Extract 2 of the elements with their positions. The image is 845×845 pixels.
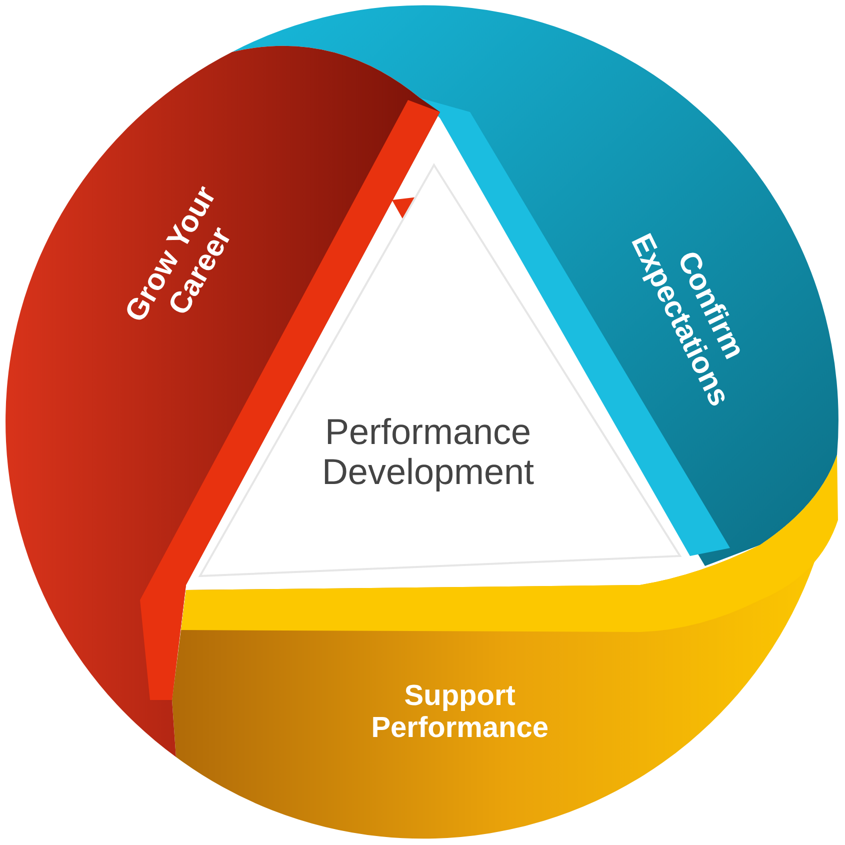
band-label: Support Performance [370, 680, 550, 744]
center-title: Performance Development [320, 412, 536, 492]
